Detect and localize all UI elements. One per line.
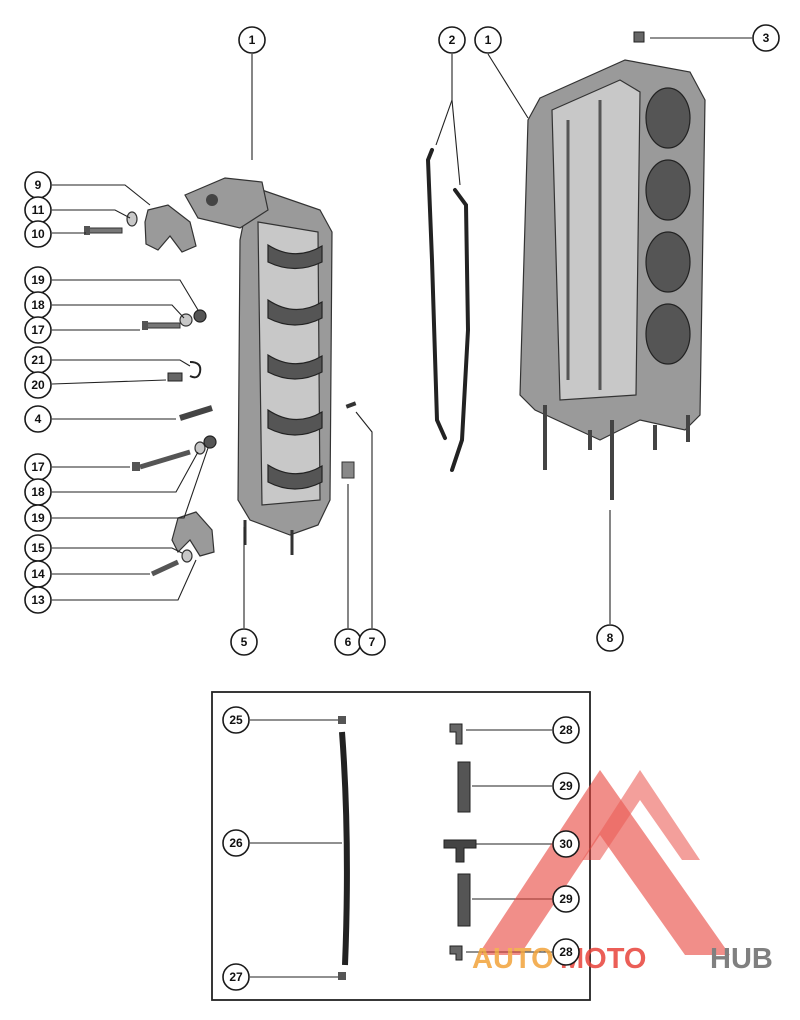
svg-text:14: 14 <box>31 567 45 581</box>
svg-text:29: 29 <box>559 892 573 906</box>
stud-4 <box>179 405 213 421</box>
hose-29-top <box>457 761 471 813</box>
svg-text:9: 9 <box>35 178 42 192</box>
callout-17-upper: 17 <box>24 316 52 344</box>
callout-1-right: 1 <box>474 26 502 54</box>
svg-text:29: 29 <box>559 779 573 793</box>
fitting-28-top <box>449 723 463 745</box>
hose-29-bottom <box>457 873 471 927</box>
watermark-logo: AUTO MOTO HUB <box>472 770 773 975</box>
svg-text:28: 28 <box>559 945 573 959</box>
svg-text:5: 5 <box>241 635 248 649</box>
svg-text:1: 1 <box>485 33 492 47</box>
callout-20: 20 <box>24 371 52 399</box>
callout-8: 8 <box>596 624 624 652</box>
crankcase-cover-half <box>184 177 333 555</box>
dowel-6 <box>341 461 355 479</box>
callout-14: 14 <box>24 560 52 588</box>
tee-30 <box>443 839 477 863</box>
svg-text:28: 28 <box>559 723 573 737</box>
callouts: 1 2 1 3 9 11 10 19 18 17 21 20 4 17 18 1… <box>24 24 780 991</box>
svg-text:18: 18 <box>31 485 45 499</box>
callout-19-lower: 19 <box>24 504 52 532</box>
washer-15 <box>181 549 193 563</box>
watermark-auto: AUTO <box>472 943 554 975</box>
clip-21 <box>189 361 202 379</box>
bearing-cap-upper <box>144 204 197 253</box>
bolt-14 <box>150 559 180 577</box>
nut-washer-18-19-lower <box>194 435 217 455</box>
svg-text:19: 19 <box>31 511 45 525</box>
callout-19-upper: 19 <box>24 266 52 294</box>
callout-29-top: 29 <box>552 772 580 800</box>
washer-11 <box>126 211 138 227</box>
callout-15: 15 <box>24 534 52 562</box>
callout-17-lower: 17 <box>24 453 52 481</box>
svg-text:17: 17 <box>31 460 45 474</box>
callout-2: 2 <box>438 26 466 54</box>
callout-28-bottom: 28 <box>552 938 580 966</box>
bolt-10 <box>84 226 123 235</box>
svg-text:27: 27 <box>229 970 243 984</box>
svg-text:15: 15 <box>31 541 45 555</box>
svg-text:2: 2 <box>449 33 456 47</box>
cylinder-block <box>519 59 706 500</box>
callout-4: 4 <box>24 405 52 433</box>
callout-3: 3 <box>752 24 780 52</box>
svg-text:20: 20 <box>31 378 45 392</box>
svg-text:25: 25 <box>229 713 243 727</box>
plug-3 <box>633 31 645 43</box>
svg-text:3: 3 <box>763 31 770 45</box>
callout-28-top: 28 <box>552 716 580 744</box>
svg-text:6: 6 <box>345 635 352 649</box>
svg-text:18: 18 <box>31 298 45 312</box>
callout-29-bottom: 29 <box>552 885 580 913</box>
svg-text:10: 10 <box>31 227 45 241</box>
fitting-28-bottom <box>449 945 463 961</box>
svg-text:4: 4 <box>35 412 42 426</box>
cap-27 <box>338 972 346 980</box>
callout-25: 25 <box>222 706 250 734</box>
svg-text:26: 26 <box>229 836 243 850</box>
callout-10: 10 <box>24 220 52 248</box>
callout-18-upper: 18 <box>24 291 52 319</box>
leader-lines <box>51 37 752 978</box>
bolt-17-lower <box>132 449 191 471</box>
callout-26: 26 <box>222 829 250 857</box>
svg-text:1: 1 <box>249 33 256 47</box>
svg-text:19: 19 <box>31 273 45 287</box>
svg-text:21: 21 <box>31 353 45 367</box>
bearing-cap-lower <box>171 511 215 557</box>
callout-5: 5 <box>230 628 258 656</box>
callout-13: 13 <box>24 586 52 614</box>
watermark-hub: HUB <box>710 943 773 975</box>
callout-18-lower: 18 <box>24 478 52 506</box>
callout-11: 11 <box>24 196 52 224</box>
hose-26 <box>339 731 350 966</box>
callout-6: 6 <box>334 628 362 656</box>
svg-text:13: 13 <box>31 593 45 607</box>
pin-7 <box>345 401 357 409</box>
callout-27: 27 <box>222 963 250 991</box>
cap-25 <box>338 716 346 724</box>
callout-21: 21 <box>24 346 52 374</box>
callout-1-left: 1 <box>238 26 266 54</box>
svg-text:8: 8 <box>607 631 614 645</box>
bolt-17-upper <box>142 321 181 330</box>
callout-9: 9 <box>24 171 52 199</box>
screw-20 <box>167 372 183 382</box>
seal-strips <box>425 148 471 472</box>
callout-30: 30 <box>552 830 580 858</box>
callout-7: 7 <box>358 628 386 656</box>
svg-text:7: 7 <box>369 635 376 649</box>
svg-text:17: 17 <box>31 323 45 337</box>
svg-text:11: 11 <box>32 203 45 217</box>
svg-text:30: 30 <box>559 837 573 851</box>
